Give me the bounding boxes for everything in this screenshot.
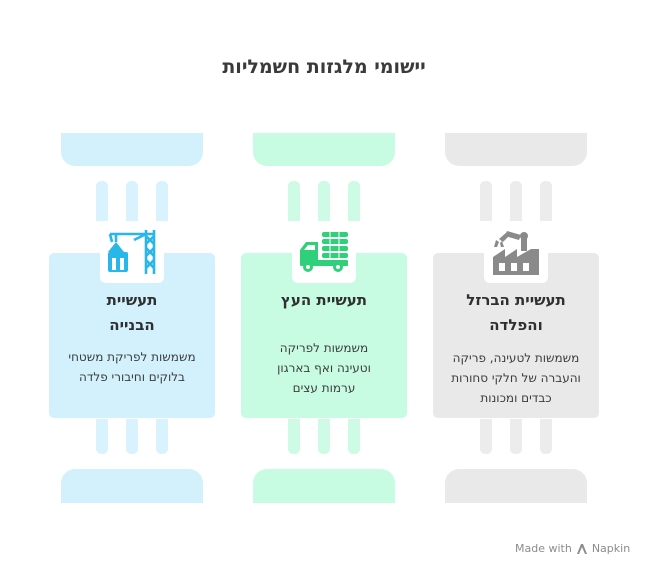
pillar-description-line: משמשות לפריקה	[279, 341, 369, 355]
pillar-rod	[96, 419, 108, 454]
pillar-rod	[156, 419, 168, 454]
pillar-description-line: וטעינה ואף בארגון	[277, 361, 371, 375]
pillar-bottom-cap	[61, 469, 203, 503]
pillar-description: משמשות לפריקת משטחי בלוקים וחיבורי פלדה	[53, 347, 211, 387]
made-with-text: Made with	[515, 542, 572, 555]
crane-icon	[100, 221, 164, 283]
diagram-title: יישומי מלגזות חשמליות	[222, 56, 426, 78]
pillar-heading-line: תעשיית	[106, 291, 158, 309]
pillar-bottom-cap	[445, 469, 587, 503]
pillar-heading-line: הבנייה	[109, 316, 155, 334]
pillar-rod	[540, 181, 552, 221]
pillar-rod	[126, 419, 138, 454]
lumber-truck-icon	[292, 221, 356, 283]
pillar-rod	[480, 181, 492, 221]
pillar-heading-line: והפלדה	[489, 316, 543, 334]
pillar-rod	[348, 181, 360, 221]
factory-robot-arm-icon	[484, 221, 548, 283]
pillar-rod	[318, 181, 330, 221]
pillar-steel: תעשיית הברזל והפלדה משמשות לטעינה, פריקה…	[433, 0, 599, 576]
pillar-rod	[318, 419, 330, 454]
pillar-description: משמשות לפריקה וטעינה ואף בארגון ערמות עצ…	[245, 338, 403, 398]
pillar-rod	[510, 419, 522, 454]
pillar-description-line: בלוקים וחיבורי פלדה	[79, 370, 185, 384]
pillar-description-line: משמשות לטעינה, פריקה	[452, 351, 580, 365]
pillar-description-line: ערמות עצים	[292, 381, 356, 395]
pillar-heading: תעשיית הברזל והפלדה	[441, 288, 591, 338]
pillar-rod	[288, 181, 300, 221]
pillar-rod	[540, 419, 552, 454]
pillar-bottom-cap	[253, 469, 395, 503]
pillar-rod	[96, 181, 108, 221]
pillar-rod	[126, 181, 138, 221]
pillar-description-line: כבדים ומכונות	[480, 391, 552, 405]
pillar-heading-line: תעשיית העץ	[280, 291, 368, 309]
pillar-description: משמשות לטעינה, פריקה והעברה של חלקי סחור…	[437, 348, 595, 408]
pillar-top-cap	[61, 133, 203, 166]
napkin-logo-icon	[576, 543, 587, 554]
pillar-top-cap	[445, 133, 587, 166]
pillar-heading: תעשיית הבנייה	[57, 288, 207, 338]
brand-name: Napkin	[591, 542, 631, 555]
pillar-rod	[348, 419, 360, 454]
pillar-heading: תעשיית העץ	[249, 288, 399, 313]
pillar-top-cap	[253, 133, 395, 166]
pillar-rod	[288, 419, 300, 454]
pillar-heading-line: תעשיית הברזל	[466, 291, 566, 309]
pillar-construction: תעשיית הבנייה משמשות לפריקת משטחי בלוקים…	[49, 0, 215, 576]
pillar-rod	[156, 181, 168, 221]
pillar-description-line: והעברה של חלקי סחורות	[451, 371, 581, 385]
pillar-description-line: משמשות לפריקת משטחי	[68, 350, 196, 364]
napkin-credit[interactable]: Made with Napkin	[515, 542, 630, 555]
pillar-rod	[510, 181, 522, 221]
pillar-rod	[480, 419, 492, 454]
pillar-wood: תעשיית העץ משמשות לפריקה וטעינה ואף בארג…	[241, 0, 407, 576]
